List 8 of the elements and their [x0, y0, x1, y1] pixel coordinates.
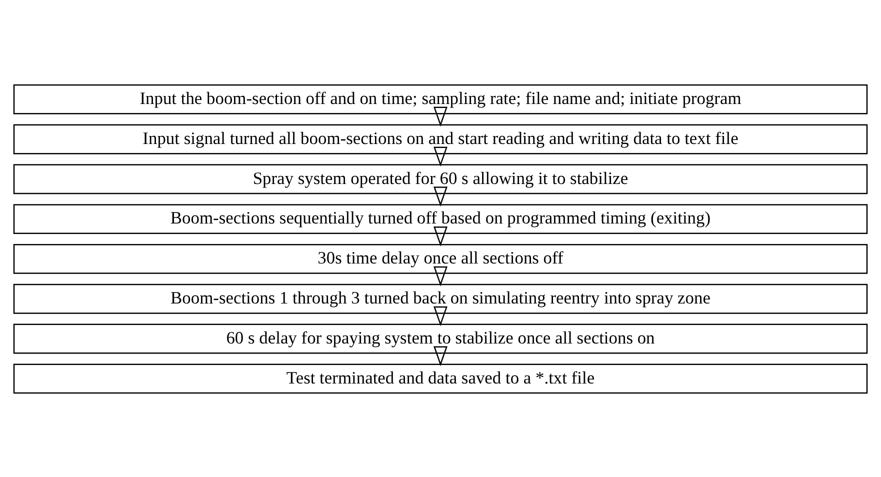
node-box: Test terminated and data saved to a *.txt file — [13, 363, 868, 394]
arrow — [434, 146, 448, 166]
arrow — [434, 186, 448, 206]
arrow — [434, 346, 448, 366]
arrow — [434, 106, 448, 126]
arrow — [434, 306, 448, 326]
arrow — [434, 266, 448, 286]
arrow — [434, 226, 448, 246]
